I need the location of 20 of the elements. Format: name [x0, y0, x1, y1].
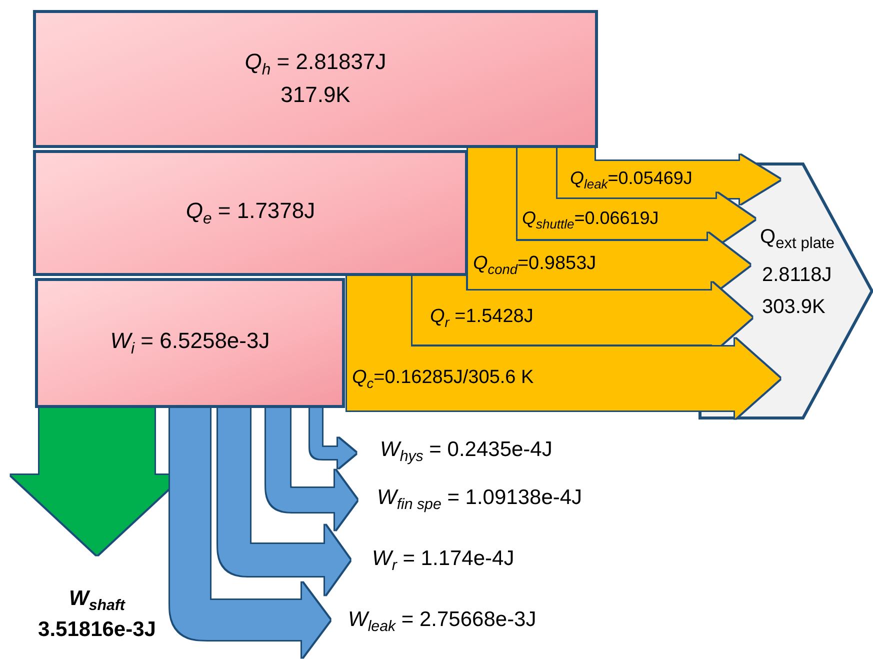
heat-flow-arrow — [516, 148, 755, 245]
work-label: W$_{r}$ = 1.174e-4J — [372, 546, 514, 576]
energy-box — [33, 10, 598, 148]
heat-sink-label: 303.9K — [762, 295, 826, 320]
energy-box — [33, 150, 468, 276]
work-label: W$_{fin spe}$ = 1.09138e-4J — [377, 485, 582, 515]
work-label: W$_{hys}$ = 0.2435e-4J — [380, 437, 552, 467]
energy-label: Q$_{h}$ = 2.81837J — [244, 48, 386, 81]
energy-label: W$_{i}$ = 6.5258e-3J — [110, 326, 270, 359]
work-flow-arrow — [310, 406, 356, 468]
work-label: W$_{shaft}$ — [69, 586, 125, 616]
heat-sink-label: Q$_{ext plate}$ — [760, 225, 835, 254]
heat-flow-arrow — [558, 148, 780, 204]
work-label: 3.51816e-3J — [38, 616, 156, 643]
work-label: W$_{leak}$ = 2.75668e-3J — [348, 607, 536, 637]
heat-sink-label: 2.8118J — [762, 263, 832, 288]
energy-label: Q$_{e}$ = 1.7378J — [186, 196, 316, 229]
energy-label: 317.9K — [280, 81, 350, 110]
heat-flow-arrow — [347, 276, 780, 418]
energy-box — [35, 278, 345, 408]
